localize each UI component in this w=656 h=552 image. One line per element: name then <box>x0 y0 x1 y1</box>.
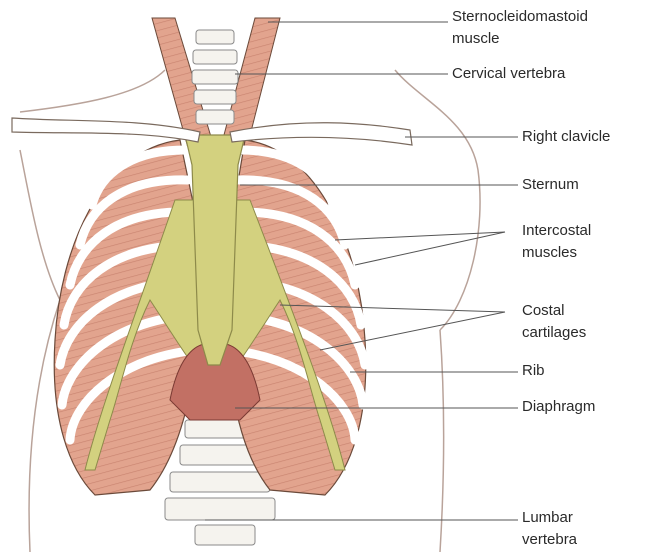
cervical-vertebrae <box>192 30 238 124</box>
label-sternum: Sternum <box>522 174 579 196</box>
label-cervical-vertebra: Cervical vertebra <box>452 63 565 85</box>
label-diaphragm: Diaphragm <box>522 396 595 418</box>
label-sternocleidomastoid: Sternocleidomastoid muscle <box>452 6 588 50</box>
label-lumbar-vertebra: Lumbar vertebra <box>522 507 577 551</box>
label-rib: Rib <box>522 360 545 382</box>
label-right-clavicle: Right clavicle <box>522 126 610 148</box>
label-intercostal-muscles: Intercostal muscles <box>522 220 591 264</box>
label-costal-cartilages: Costal cartilages <box>522 300 586 344</box>
